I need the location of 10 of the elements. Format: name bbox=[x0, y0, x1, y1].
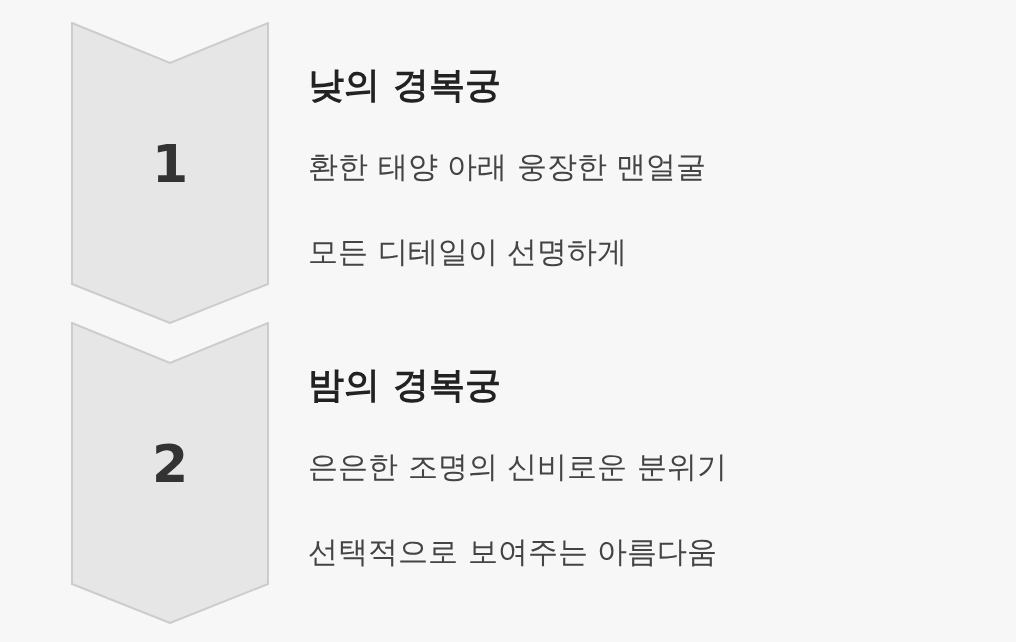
step-description: 은은한 조명의 신비로운 분위기 bbox=[308, 448, 727, 486]
chevron-shape bbox=[71, 22, 269, 324]
step-description: 선택적으로 보여주는 아름다움 bbox=[308, 533, 718, 571]
step-description: 환한 태양 아래 웅장한 맨얼굴 bbox=[308, 148, 707, 186]
step-number: 1 bbox=[150, 134, 190, 194]
chevron-shape bbox=[71, 322, 269, 624]
step-number: 2 bbox=[150, 434, 190, 494]
step-description: 모든 디테일이 선명하게 bbox=[308, 233, 628, 271]
step-heading: 밤의 경복궁 bbox=[308, 363, 501, 407]
step-heading: 낮의 경복궁 bbox=[308, 63, 501, 107]
